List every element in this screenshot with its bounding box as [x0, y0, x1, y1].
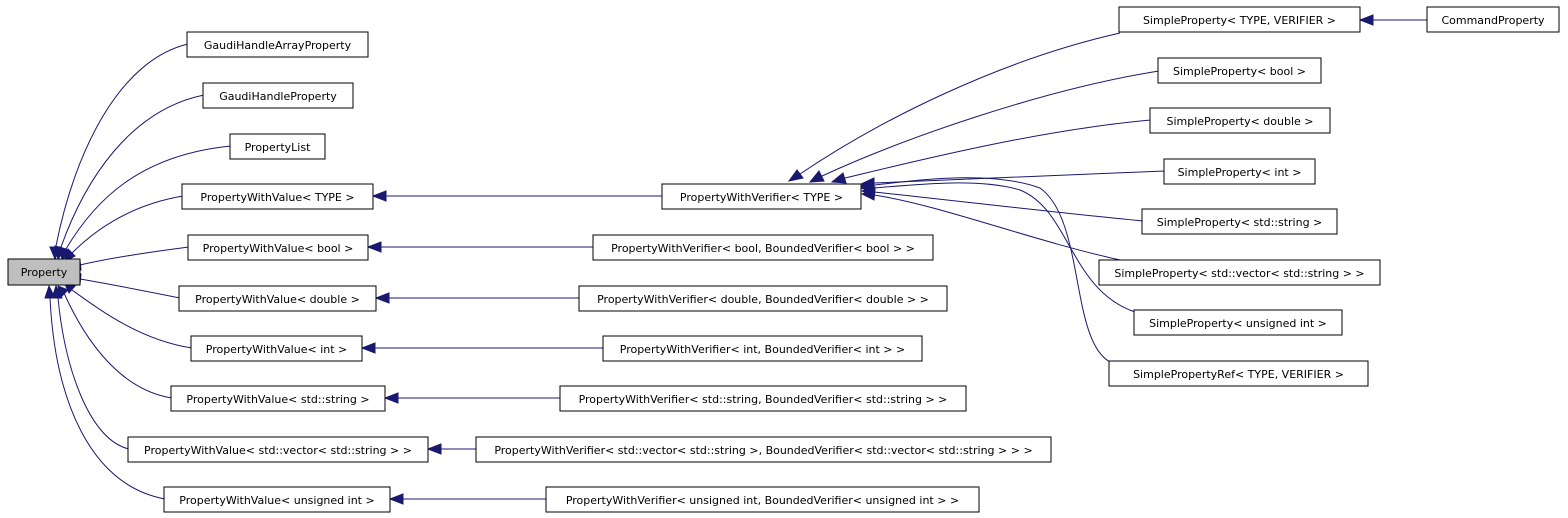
node-sp-int[interactable]: SimpleProperty< int > [1163, 158, 1316, 185]
node-sp-vector[interactable]: SimpleProperty< std::vector< std::string… [1098, 259, 1381, 286]
edge-pwv-type-to-property [63, 195, 184, 264]
edge-sp-type-verifier-to-pwverif-type [787, 32, 1121, 182]
node-label: PropertyWithValue< std::string > [186, 393, 369, 406]
node-sp-string[interactable]: SimpleProperty< std::string > [1141, 208, 1338, 235]
node-label: PropertyWithValue< int > [206, 343, 348, 356]
edge-pwv-int-to-property [63, 281, 193, 349]
node-label: PropertyWithValue< std::vector< std::str… [144, 444, 412, 457]
edge-sp-string-to-pwverif-type [860, 186, 1144, 222]
edge-pwv-bool-to-property [66, 246, 190, 271]
node-sp-uint[interactable]: SimpleProperty< unsigned int > [1133, 309, 1343, 336]
edge-sp-bool-to-pwverif-type [808, 70, 1160, 183]
edge-pwverif-int-to-pwv-int [360, 342, 604, 354]
node-spref-type-verifier[interactable]: SimplePropertyRef< TYPE, VERIFIER > [1108, 360, 1369, 387]
node-pwverif-string[interactable]: PropertyWithVerifier< std::string, Bound… [559, 385, 967, 412]
node-pwv-string[interactable]: PropertyWithValue< std::string > [170, 385, 386, 412]
node-pwverif-double[interactable]: PropertyWithVerifier< double, BoundedVer… [578, 285, 948, 312]
node-property-list[interactable]: PropertyList [229, 133, 326, 160]
node-gaudi-handle-property[interactable]: GaudiHandleProperty [202, 82, 354, 109]
node-label: PropertyList [245, 141, 311, 154]
edge-spref-to-pwverif-type [859, 177, 1111, 363]
node-label: PropertyWithVerifier< std::string, Bound… [579, 393, 948, 406]
node-command-property[interactable]: CommandProperty [1426, 6, 1560, 33]
edge-pwverif-bool-to-pwv-bool [366, 241, 594, 253]
edge-gaudi-handle-array-property-to-property [49, 43, 189, 261]
node-label: PropertyWithVerifier< bool, BoundedVerif… [611, 242, 915, 255]
node-label: PropertyWithVerifier< int, BoundedVerifi… [620, 343, 905, 356]
edge-pwverif-vector-to-pwv-vector [426, 443, 477, 455]
node-pwv-type[interactable]: PropertyWithValue< TYPE > [181, 183, 374, 210]
node-label: SimplePropertyRef< TYPE, VERIFIER > [1133, 368, 1344, 381]
node-label: SimpleProperty< unsigned int > [1149, 317, 1327, 330]
edge-gaudi-handle-property-to-property [54, 94, 205, 261]
node-sp-double[interactable]: SimpleProperty< double > [1149, 107, 1331, 134]
node-pwverif-int[interactable]: PropertyWithVerifier< int, BoundedVerifi… [602, 335, 923, 362]
node-label: PropertyWithValue< TYPE > [200, 191, 354, 204]
edge-pwv-vector-to-property [51, 284, 130, 450]
node-label: PropertyWithVerifier< TYPE > [680, 191, 843, 204]
node-label: GaudiHandleProperty [219, 90, 337, 103]
node-property[interactable]: Property [7, 258, 81, 286]
edge-pwverif-string-to-pwv-string [383, 392, 561, 404]
node-pwv-vector[interactable]: PropertyWithValue< std::vector< std::str… [127, 436, 429, 463]
edge-sp-double-to-pwverif-type [830, 119, 1152, 184]
node-pwverif-type[interactable]: PropertyWithVerifier< TYPE > [661, 183, 862, 210]
node-label: GaudiHandleArrayProperty [204, 39, 352, 52]
node-label: PropertyWithVerifier< std::vector< std::… [494, 444, 1032, 457]
edge-command-property-to-sp-type-verifier [1358, 14, 1428, 26]
node-pwv-int[interactable]: PropertyWithValue< int > [190, 335, 363, 362]
node-label: PropertyWithValue< double > [195, 293, 360, 306]
node-label: SimpleProperty< std::vector< std::string… [1114, 267, 1364, 280]
node-pwv-double[interactable]: PropertyWithValue< double > [178, 285, 377, 312]
node-pwverif-bool[interactable]: PropertyWithVerifier< bool, BoundedVerif… [592, 234, 934, 261]
node-label: PropertyWithValue< bool > [203, 242, 354, 255]
node-gaudi-handle-array-property[interactable]: GaudiHandleArrayProperty [186, 31, 369, 58]
node-label: CommandProperty [1441, 14, 1545, 27]
node-label: PropertyWithVerifier< double, BoundedVer… [597, 293, 929, 306]
node-label: SimpleProperty< std::string > [1157, 216, 1323, 229]
edge-pwverif-uint-to-pwv-uint [388, 493, 547, 505]
node-pwverif-vector[interactable]: PropertyWithVerifier< std::vector< std::… [475, 436, 1052, 463]
node-sp-type-verifier[interactable]: SimpleProperty< TYPE, VERIFIER > [1118, 6, 1361, 33]
node-pwverif-uint[interactable]: PropertyWithVerifier< unsigned int, Boun… [545, 486, 980, 513]
node-label: PropertyWithValue< unsigned int > [179, 494, 374, 507]
node-pwv-uint[interactable]: PropertyWithValue< unsigned int > [163, 486, 391, 513]
edge-pwv-uint-to-property [44, 284, 166, 500]
node-sp-bool[interactable]: SimpleProperty< bool > [1157, 57, 1322, 84]
node-label: PropertyWithVerifier< unsigned int, Boun… [566, 494, 959, 507]
node-label: Property [21, 266, 68, 279]
edge-pwverif-double-to-pwv-double [374, 292, 580, 304]
node-label: SimpleProperty< double > [1166, 115, 1313, 128]
edge-pwv-double-to-property [66, 273, 181, 299]
node-label: SimpleProperty< TYPE, VERIFIER > [1143, 14, 1336, 27]
node-pwv-bool[interactable]: PropertyWithValue< bool > [187, 234, 369, 261]
node-label: SimpleProperty< bool > [1173, 65, 1306, 78]
node-label: SimpleProperty< int > [1178, 166, 1302, 179]
edge-pwverif-type-to-pwv-type [371, 190, 663, 202]
